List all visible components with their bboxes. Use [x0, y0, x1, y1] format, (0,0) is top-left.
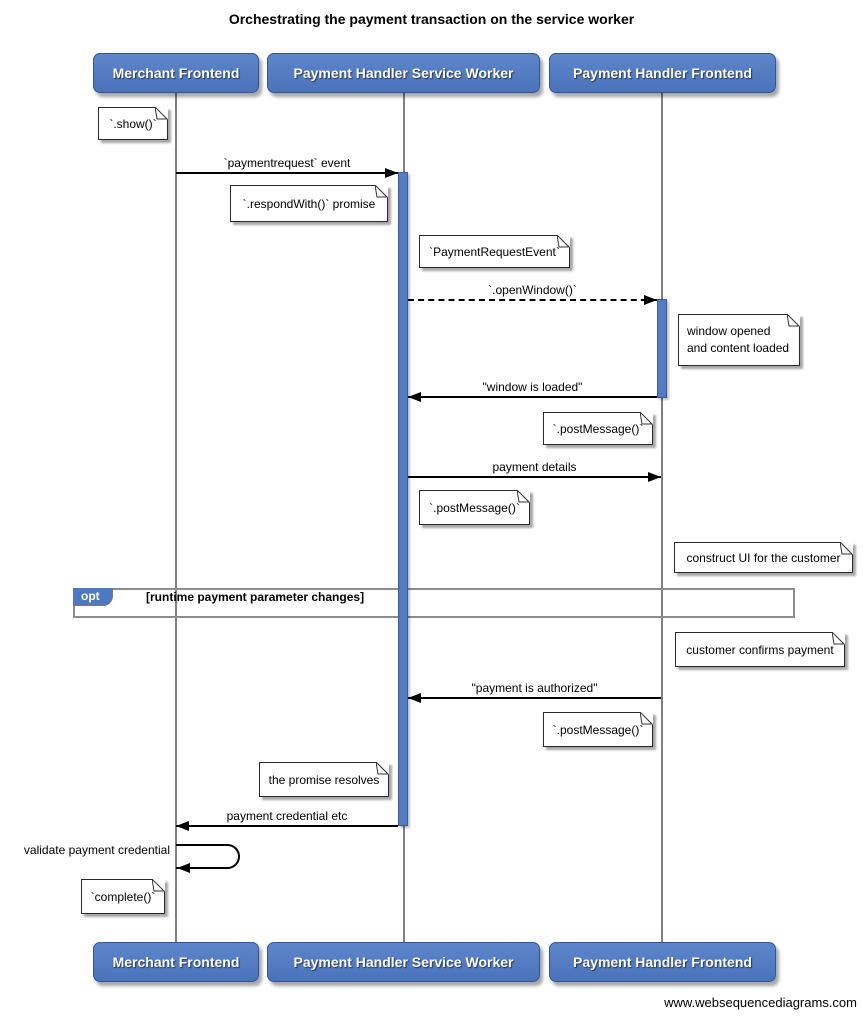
- note-construct-ui: construct UI for the customer: [674, 542, 853, 573]
- note-show: `.show()`: [98, 107, 168, 140]
- note-window-opened-text: window opened and content loaded: [687, 324, 790, 355]
- message-label-payment-details: payment details: [492, 460, 577, 474]
- arrow-payment-is-authorized: [408, 697, 661, 699]
- note-postmessage-1-text: `.postMessage()`: [552, 421, 644, 436]
- message-label-paymentrequest-event: `paymentrequest` event: [223, 156, 351, 170]
- arrowhead-left-icon: [176, 821, 189, 831]
- watermark: www.websequencediagrams.com: [664, 995, 857, 1010]
- note-window-opened: window opened and content loaded: [678, 314, 800, 366]
- note-fold-icon: [376, 762, 389, 775]
- note-fold-icon: [832, 632, 845, 645]
- note-paymentrequestevent: `PaymentRequestEvent`: [419, 235, 570, 268]
- arrowhead-left-icon: [408, 693, 421, 703]
- opt-fragment-operator: opt: [73, 588, 113, 606]
- message-label-payment-is-authorized: "payment is authorized": [471, 681, 598, 695]
- note-customer-confirms: customer confirms payment: [675, 632, 845, 667]
- note-fold-icon: [787, 314, 800, 327]
- note-respondwith-promise: `.respondWith()` promise: [230, 185, 388, 222]
- note-fold-icon: [375, 185, 388, 198]
- note-complete: `complete()`: [81, 879, 165, 914]
- arrowhead-left-icon: [177, 863, 190, 873]
- actor-merchant-frontend-top: Merchant Frontend: [93, 53, 259, 93]
- arrowhead-left-icon: [408, 392, 421, 402]
- arrow-paymentrequest-event: [176, 172, 398, 174]
- note-fold-icon: [640, 412, 653, 425]
- note-show-text: `.show()`: [109, 116, 157, 131]
- lifeline-payment-handler-frontend: [661, 93, 663, 942]
- activation-payment-handler-frontend: [657, 299, 667, 398]
- note-respondwith-text: `.respondWith()` promise: [242, 196, 376, 211]
- arrowhead-right-icon: [385, 168, 398, 178]
- note-promise-resolves: the promise resolves: [259, 762, 389, 797]
- actor-payment-handler-frontend-bottom: Payment Handler Frontend: [549, 942, 776, 982]
- arrowhead-right-icon: [644, 295, 657, 305]
- arrow-window-is-loaded: [408, 396, 657, 398]
- activation-service-worker: [398, 172, 408, 826]
- arrow-payment-credential: [176, 825, 398, 827]
- lifeline-merchant-frontend: [175, 93, 177, 942]
- note-postmessage-3: `.postMessage()`: [543, 712, 653, 747]
- arrowhead-right-icon: [648, 472, 661, 482]
- actor-service-worker-bottom: Payment Handler Service Worker: [267, 942, 540, 982]
- message-label-payment-credential: payment credential etc: [226, 809, 348, 823]
- arrow-openwindow: [408, 299, 657, 301]
- note-fold-icon: [640, 712, 653, 725]
- message-label-validate-credential: validate payment credential: [23, 843, 170, 857]
- note-paymentrequestevent-text: `PaymentRequestEvent`: [429, 244, 560, 259]
- diagram-title: Orchestrating the payment transaction on…: [228, 11, 635, 27]
- opt-fragment-condition: [runtime payment parameter changes]: [146, 590, 365, 604]
- note-fold-icon: [517, 490, 530, 503]
- note-postmessage-3-text: `.postMessage()`: [552, 722, 644, 737]
- message-label-window-is-loaded: "window is loaded": [482, 380, 583, 394]
- note-complete-text: `complete()`: [90, 889, 156, 904]
- actor-merchant-frontend-bottom: Merchant Frontend: [93, 942, 259, 982]
- note-fold-icon: [155, 107, 168, 120]
- note-customer-confirms-text: customer confirms payment: [686, 642, 834, 657]
- note-construct-ui-text: construct UI for the customer: [686, 550, 841, 565]
- message-label-openwindow: `.openWindow()`: [488, 283, 577, 297]
- actor-service-worker-top: Payment Handler Service Worker: [267, 53, 540, 93]
- note-postmessage-1: `.postMessage()`: [543, 412, 653, 445]
- note-fold-icon: [840, 542, 853, 555]
- self-call-arrow: [176, 844, 240, 869]
- actor-payment-handler-frontend-top: Payment Handler Frontend: [549, 53, 776, 93]
- note-postmessage-2: `.postMessage()`: [419, 490, 530, 525]
- note-promise-resolves-text: the promise resolves: [268, 772, 380, 787]
- note-postmessage-2-text: `.postMessage()`: [429, 500, 520, 515]
- note-fold-icon: [152, 879, 165, 892]
- arrow-payment-details: [408, 476, 661, 478]
- note-fold-icon: [557, 235, 570, 248]
